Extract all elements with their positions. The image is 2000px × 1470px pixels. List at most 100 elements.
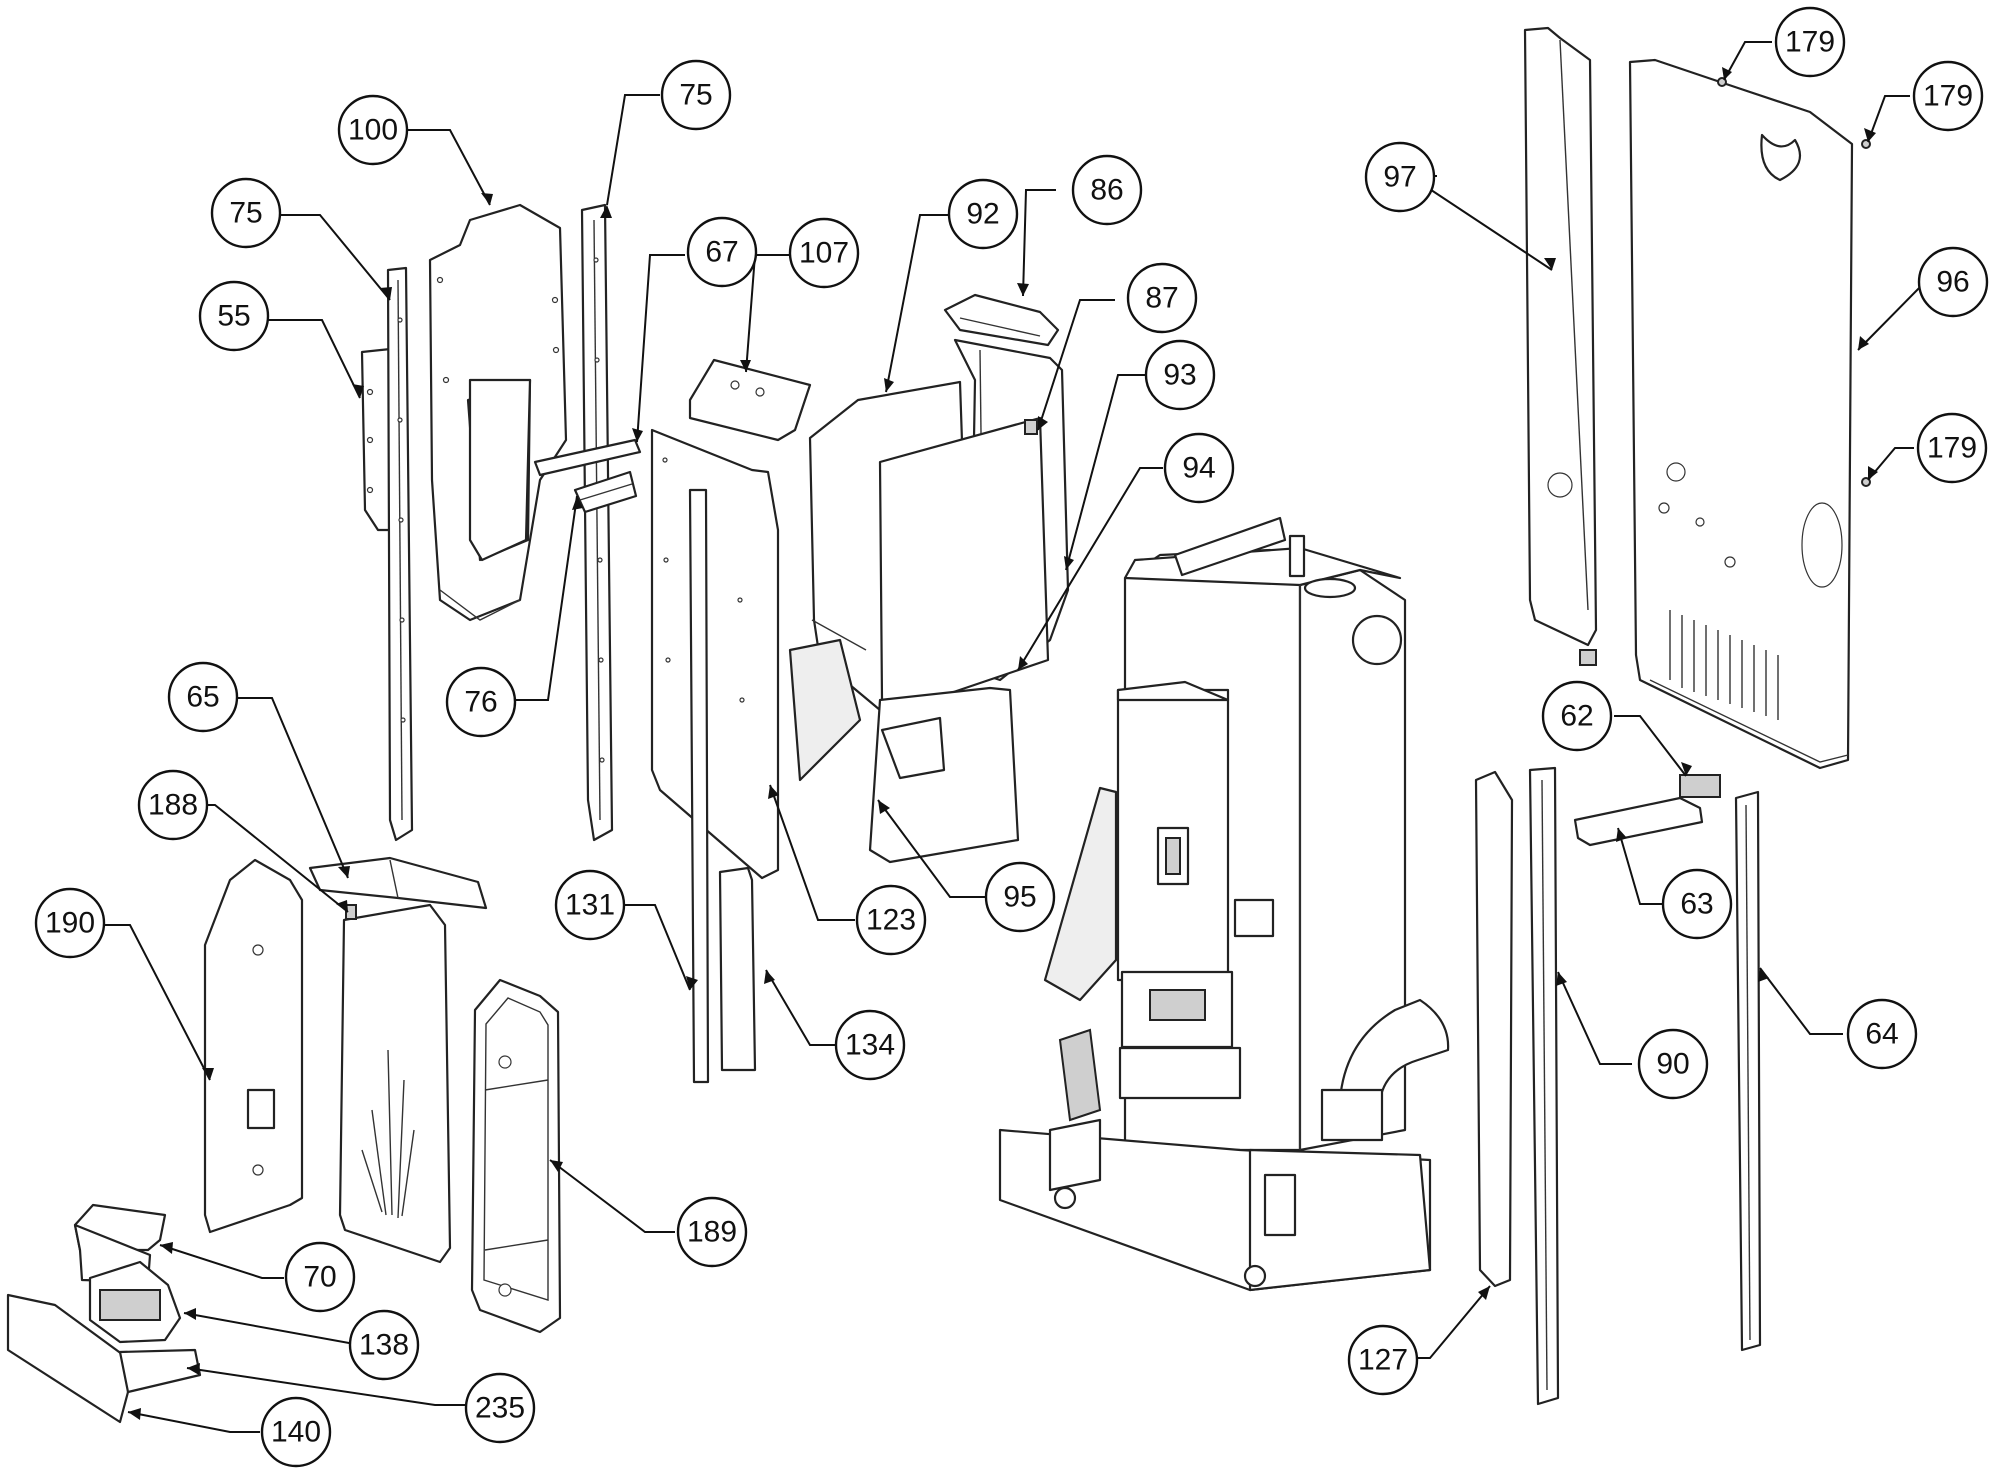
callout-97: 97: [1364, 141, 1436, 213]
callout-64: 64: [1846, 998, 1918, 1070]
svg-text:179: 179: [1927, 432, 1977, 465]
part-127-rail: [1474, 770, 1514, 1288]
callout-86: 86: [1071, 154, 1143, 226]
callout-87: 87: [1126, 262, 1198, 334]
part-67-crossbar: [533, 438, 642, 477]
svg-text:179: 179: [1785, 26, 1835, 59]
svg-text:131: 131: [565, 889, 615, 922]
svg-text:94: 94: [1182, 452, 1215, 485]
svg-text:189: 189: [687, 1216, 737, 1249]
svg-text:95: 95: [1003, 881, 1036, 914]
parts-drawing: [6, 26, 1871, 1424]
part-76-bracket: [573, 470, 638, 514]
callout-95: 95: [984, 861, 1056, 933]
svg-text:67: 67: [705, 236, 738, 269]
part-190-side-panel: [203, 858, 304, 1234]
svg-text:62: 62: [1560, 700, 1593, 733]
svg-text:190: 190: [45, 907, 95, 940]
callout-179-mid: 179: [1912, 60, 1984, 132]
part-93-inner-panel: [878, 416, 1050, 702]
svg-text:92: 92: [966, 198, 999, 231]
svg-text:127: 127: [1358, 1344, 1408, 1377]
svg-text:65: 65: [186, 681, 219, 714]
svg-text:179: 179: [1923, 80, 1973, 113]
part-75-right-rail: [580, 203, 614, 842]
svg-text:123: 123: [866, 904, 916, 937]
svg-text:55: 55: [217, 300, 250, 333]
callout-138: 138: [348, 1309, 420, 1381]
part-70-box: [73, 1203, 167, 1284]
svg-text:134: 134: [845, 1029, 895, 1062]
callout-94: 94: [1163, 432, 1235, 504]
part-95-lower-panel: [868, 686, 1020, 864]
svg-text:70: 70: [303, 1261, 336, 1294]
vent-slots: [1669, 610, 1779, 720]
svg-text:63: 63: [1680, 888, 1713, 921]
callout-93: 93: [1144, 339, 1216, 411]
callout-127: 127: [1347, 1324, 1419, 1396]
part-62-63-bracket: [1573, 774, 1721, 847]
svg-text:75: 75: [229, 197, 262, 230]
svg-text:75: 75: [679, 79, 712, 112]
callout-90: 90: [1637, 1028, 1709, 1100]
callout-179-top: 179: [1774, 6, 1846, 78]
callout-75-left: 75: [210, 177, 282, 249]
callout-63: 63: [1661, 868, 1733, 940]
part-97-side-panel: [1523, 26, 1598, 666]
svg-text:97: 97: [1383, 161, 1416, 194]
svg-text:87: 87: [1145, 282, 1178, 315]
callout-235: 235: [464, 1372, 536, 1444]
part-140-tray: [6, 1293, 202, 1424]
part-189-front-frame: [470, 978, 562, 1334]
svg-text:140: 140: [271, 1416, 321, 1449]
callout-75-right: 75: [660, 59, 732, 131]
callout-55: 55: [198, 280, 270, 352]
callout-131: 131: [554, 869, 626, 941]
part-107-top-bracket: [688, 358, 812, 442]
part-96-back-panel: [1628, 58, 1854, 770]
stove-body: [998, 516, 1450, 1292]
svg-text:188: 188: [148, 789, 198, 822]
svg-text:96: 96: [1936, 266, 1969, 299]
svg-text:64: 64: [1865, 1018, 1898, 1051]
svg-text:76: 76: [464, 686, 497, 719]
svg-text:138: 138: [359, 1329, 409, 1362]
svg-text:100: 100: [348, 114, 398, 147]
svg-text:235: 235: [475, 1392, 525, 1425]
leader-arrowheads: [128, 67, 1878, 1420]
callout-107: 107: [788, 217, 860, 289]
part-65-deflector: [308, 856, 488, 910]
leader-lines: [105, 41, 1952, 1433]
part-64-rail: [1734, 790, 1762, 1352]
part-138-burner: [88, 1260, 182, 1344]
part-134-bottom-plate: [718, 866, 757, 1072]
callout-189: 189: [676, 1196, 748, 1268]
svg-text:86: 86: [1090, 174, 1123, 207]
callout-123: 123: [855, 884, 927, 956]
callout-134: 134: [834, 1009, 906, 1081]
callout-92: 92: [947, 178, 1019, 250]
part-188-back-panel: [338, 903, 452, 1264]
part-131-strip: [688, 488, 710, 1084]
callout-188: 188: [137, 769, 209, 841]
callout-179-lower: 179: [1916, 412, 1988, 484]
callout-62: 62: [1541, 680, 1613, 752]
part-123-side-panel: [650, 428, 780, 1081]
part-75-left-rail: [386, 266, 414, 842]
callout-76: 76: [445, 666, 517, 738]
callout-65: 65: [167, 661, 239, 733]
part-86-bracket: [943, 293, 1060, 347]
part-100-chute-panel: [428, 203, 568, 622]
svg-text:90: 90: [1656, 1048, 1689, 1081]
callout-190: 190: [34, 887, 106, 959]
svg-text:93: 93: [1163, 359, 1196, 392]
callouts: 55 75 100 75 67 76 107 92 86 87 93 94 65…: [34, 6, 1989, 1468]
callout-100: 100: [337, 94, 409, 166]
callout-140: 140: [260, 1396, 332, 1468]
callout-70: 70: [284, 1241, 356, 1313]
part-90-rail: [1528, 766, 1560, 1406]
svg-text:107: 107: [799, 237, 849, 270]
callout-96: 96: [1917, 246, 1989, 318]
callout-67: 67: [686, 216, 758, 288]
